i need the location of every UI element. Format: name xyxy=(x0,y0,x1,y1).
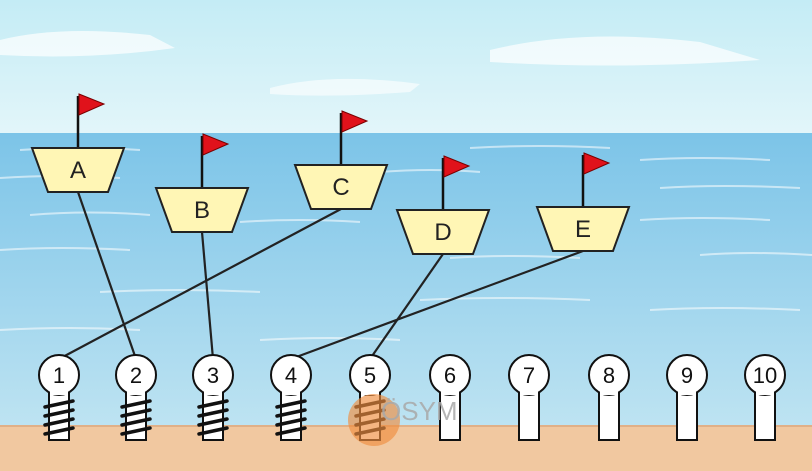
coil-turn xyxy=(43,399,75,409)
boat-e: E xyxy=(535,152,631,252)
coil-turn xyxy=(120,417,152,427)
boat-label: B xyxy=(194,197,210,224)
bollard-8: 8 xyxy=(588,354,630,441)
boat-label: A xyxy=(70,157,86,184)
bollard-number: 4 xyxy=(285,363,297,388)
bollard-post xyxy=(518,389,540,441)
boat-label: C xyxy=(332,174,349,201)
rope-coil xyxy=(120,399,152,436)
bollard-9: 9 xyxy=(666,354,708,441)
hull xyxy=(154,187,250,233)
coil-turn xyxy=(43,408,75,418)
bollard-post xyxy=(598,389,620,441)
bollard-4: 4 xyxy=(270,354,312,441)
boat-d: D xyxy=(395,155,491,255)
bollard-neck xyxy=(520,385,538,395)
coil-turn xyxy=(43,417,75,427)
rope-d xyxy=(369,253,444,360)
bollard-neck xyxy=(600,385,618,395)
coil-turn xyxy=(120,408,152,418)
hull xyxy=(535,206,631,252)
coil-turn xyxy=(43,426,75,436)
bollard-7: 7 xyxy=(508,354,550,441)
bollard-number: 9 xyxy=(681,363,693,388)
bollard-1: 1 xyxy=(38,354,80,441)
boat-c: C xyxy=(293,110,389,210)
bollard-6: 6 xyxy=(429,354,471,441)
bollard-number: 5 xyxy=(364,363,376,388)
cloud xyxy=(0,31,175,57)
flag-icon xyxy=(78,93,106,116)
bollard-post xyxy=(439,389,461,441)
boat-b: B xyxy=(154,133,250,233)
coil-turn xyxy=(120,399,152,409)
bollard-neck xyxy=(756,385,774,395)
rope-coil xyxy=(275,399,307,436)
bollard-neck xyxy=(441,385,459,395)
coil-turn xyxy=(275,399,307,409)
watermark-layer: ÖSYM xyxy=(348,394,458,446)
rope-layer xyxy=(58,191,584,361)
sky xyxy=(0,0,812,140)
rope-a xyxy=(76,191,138,360)
coil-turn xyxy=(197,399,229,409)
bollard-number: 2 xyxy=(130,363,142,388)
bollard-3: 3 xyxy=(192,354,234,441)
hull xyxy=(30,147,126,193)
flag-icon xyxy=(583,152,611,175)
bollard-layer: 1 2 3 4 5 6 7 8 9 10 xyxy=(38,354,786,441)
flag-icon xyxy=(443,155,471,178)
boat-label: E xyxy=(575,216,591,243)
coil-turn xyxy=(120,426,152,436)
boat-label: D xyxy=(434,219,451,246)
bollard-number: 7 xyxy=(523,363,535,388)
bollard-neck xyxy=(50,385,68,395)
bollard-neck xyxy=(361,385,379,395)
flag-icon xyxy=(202,133,230,156)
bollard-10: 10 xyxy=(744,354,786,441)
bollard-number: 1 xyxy=(53,363,65,388)
rope-b xyxy=(200,231,215,360)
bollard-neck xyxy=(204,385,222,395)
hull xyxy=(395,209,491,255)
hull xyxy=(293,164,389,210)
rope-c xyxy=(58,208,342,360)
cloud xyxy=(270,78,420,96)
bollard-number: 3 xyxy=(207,363,219,388)
rope-coil xyxy=(43,399,75,436)
bollard-2: 2 xyxy=(115,354,157,441)
coil-turn xyxy=(197,417,229,427)
cloud xyxy=(490,36,760,66)
rope-e xyxy=(290,249,584,361)
boat-layer: A B C D E xyxy=(30,93,631,255)
coil-turn xyxy=(275,426,307,436)
watermark-text: ÖSYM xyxy=(381,396,458,426)
bollard-neck xyxy=(678,385,696,395)
coil-turn xyxy=(275,408,307,418)
coil-turn xyxy=(275,417,307,427)
bollard-post xyxy=(754,389,776,441)
coil-turn xyxy=(197,408,229,418)
bollard-number: 8 xyxy=(603,363,615,388)
bollard-post xyxy=(676,389,698,441)
bollard-number: 10 xyxy=(753,363,777,388)
flag-icon xyxy=(341,110,369,133)
coil-turn xyxy=(197,426,229,436)
bollard-neck xyxy=(282,385,300,395)
bollard-number: 6 xyxy=(444,363,456,388)
boat-a: A xyxy=(30,93,126,193)
bollard-neck xyxy=(127,385,145,395)
watermark-circle xyxy=(348,394,400,446)
rope-coil xyxy=(197,399,229,436)
